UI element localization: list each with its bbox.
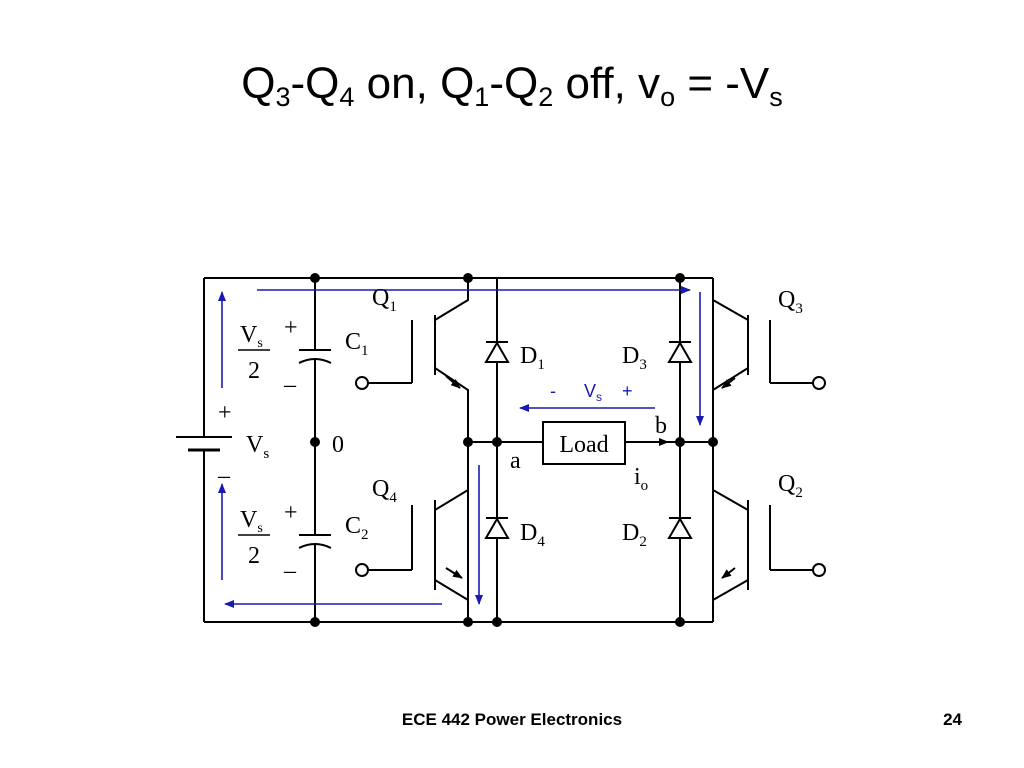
label-node-a: a: [510, 448, 521, 474]
page-number: 24: [943, 710, 962, 729]
label-d1: D1: [520, 343, 545, 373]
label-q1: Q1: [372, 285, 397, 315]
label-two-top: 2: [248, 358, 260, 384]
svg-text:Vs: Vs: [584, 381, 602, 404]
diode-d2: [667, 517, 693, 539]
transistor-q1: [355, 315, 461, 390]
diode-d4: [484, 517, 510, 539]
load-label: Load: [559, 432, 608, 458]
footer-course-title: ECE 442 Power Electronics: [401, 710, 623, 729]
label-node-zero: 0: [332, 432, 344, 458]
label-vs-top: Vs: [240, 322, 263, 351]
label-plus-bot: +: [284, 500, 298, 526]
label-plus-top: +: [284, 315, 298, 341]
diode-d3: [667, 341, 693, 363]
current-path-arrows: [218, 286, 704, 608]
circuit-wires: [203, 277, 749, 623]
svg-text:-: -: [550, 381, 556, 401]
label-node-b: b: [655, 413, 667, 439]
label-minus-source: –: [217, 463, 231, 489]
label-io: io: [634, 464, 648, 494]
transistor-q2: [721, 500, 826, 590]
label-vs-bot: Vs: [240, 507, 263, 536]
label-two-bot: 2: [248, 543, 260, 569]
label-q2: Q2: [778, 471, 803, 501]
transistor-q3: [721, 315, 826, 390]
capacitor-c2: [298, 534, 332, 549]
label-c2: C2: [345, 513, 369, 543]
label-minus-top: –: [283, 372, 297, 398]
label-minus-bot: –: [283, 558, 297, 584]
svg-text:+: +: [622, 381, 633, 401]
label-d2: D2: [622, 520, 647, 550]
vs-polarity-annotation: - Vs +: [550, 381, 633, 404]
label-c1: C1: [345, 329, 369, 359]
slide-title: Q3-Q4 on, Q1-Q2 off, vo = -Vs: [241, 59, 783, 112]
load-box: [542, 421, 626, 465]
label-q4: Q4: [372, 476, 397, 506]
circuit-nodes: [310, 273, 718, 627]
transistor-q4: [355, 500, 463, 590]
label-q3: Q3: [778, 287, 803, 317]
circuit-labels: Q1 Q4 Q3 Q2 D1 D4 D3 D2 C1 C2 Vs 2 + – V…: [217, 285, 803, 584]
capacitor-c1: [298, 349, 332, 364]
diode-d1: [484, 341, 510, 363]
label-d3: D3: [622, 343, 647, 373]
label-plus-source: +: [218, 400, 232, 426]
label-d4: D4: [520, 520, 545, 550]
dc-source: [176, 436, 232, 452]
label-vs-source: Vs: [246, 432, 269, 462]
